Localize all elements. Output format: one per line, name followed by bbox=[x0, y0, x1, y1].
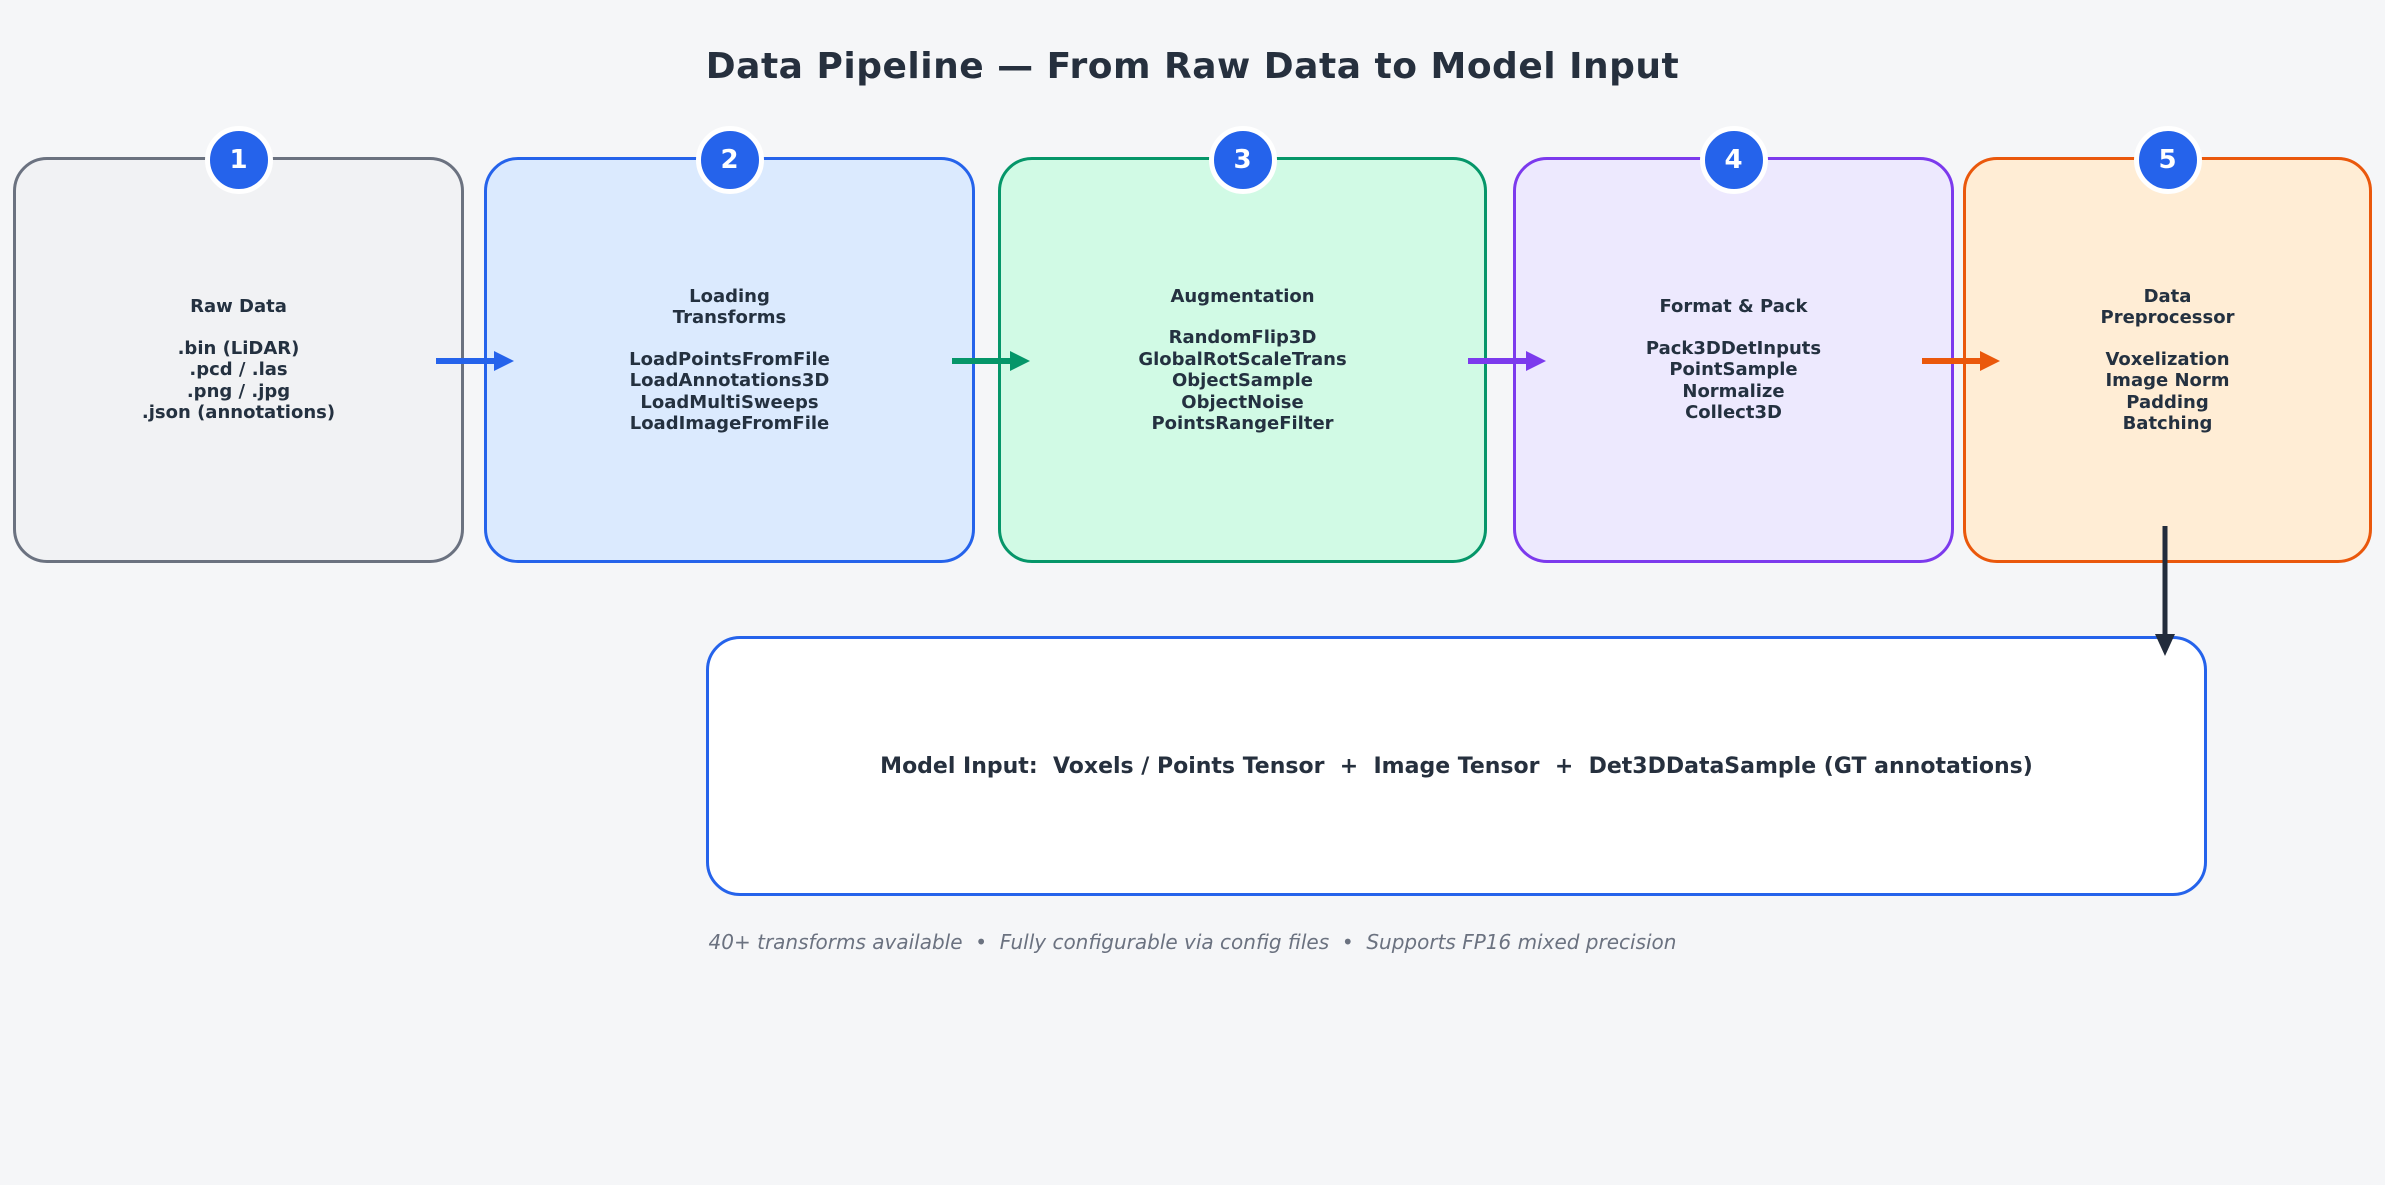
stage-items: .bin (LiDAR) .pcd / .las .png / .jpg .js… bbox=[141, 337, 336, 424]
stage-number-badge: 5 bbox=[2133, 126, 2202, 194]
arrow-stage4-to-stage5-icon bbox=[1922, 351, 2000, 371]
stage-box-augmentation: 3 Augmentation RandomFlip3D GlobalRotSca… bbox=[998, 126, 1487, 563]
stage-title: Loading Transforms bbox=[672, 285, 787, 329]
arrow-stage3-to-stage4-icon bbox=[1468, 351, 1546, 371]
stage-items: Pack3DDetInputs PointSample Normalize Co… bbox=[1645, 337, 1822, 424]
model-input-text: Model Input: Voxels / Points Tensor + Im… bbox=[880, 753, 2033, 779]
stage-box-format-pack: 4 Format & Pack Pack3DDetInputs PointSam… bbox=[1513, 126, 1954, 563]
page-title: Data Pipeline — From Raw Data to Model I… bbox=[705, 46, 1680, 87]
stage-number-badge: 1 bbox=[204, 126, 273, 194]
stage-title: Raw Data bbox=[190, 296, 287, 318]
stage-number-badge: 2 bbox=[695, 126, 764, 194]
stage-box-loading-transforms: 2 Loading Transforms LoadPointsFromFile … bbox=[484, 126, 975, 563]
stage-items: LoadPointsFromFile LoadAnnotations3D Loa… bbox=[629, 348, 830, 435]
arrow-stage1-to-stage2-icon bbox=[436, 351, 514, 371]
stage-items: RandomFlip3D GlobalRotScaleTrans ObjectS… bbox=[1138, 327, 1347, 434]
stage-number-badge: 4 bbox=[1699, 126, 1768, 194]
model-input-box: Model Input: Voxels / Points Tensor + Im… bbox=[706, 636, 2207, 896]
stage-box-raw-data: 1 Raw Data .bin (LiDAR) .pcd / .las .png… bbox=[13, 126, 464, 563]
footer-note: 40+ transforms available • Fully configu… bbox=[708, 930, 1677, 954]
stage-number-badge: 3 bbox=[1208, 126, 1277, 194]
arrow-stage2-to-stage3-icon bbox=[952, 351, 1030, 371]
stage-items: Voxelization Image Norm Padding Batching bbox=[2105, 348, 2230, 435]
stage-title: Format & Pack bbox=[1659, 296, 1808, 318]
stage-box-data-preprocessor: 5 Data Preprocessor Voxelization Image N… bbox=[1963, 126, 2372, 563]
stage-title: Augmentation bbox=[1170, 285, 1315, 307]
stage-title: Data Preprocessor bbox=[2100, 285, 2235, 329]
arrow-stage5-to-model-input-icon bbox=[2155, 526, 2175, 656]
